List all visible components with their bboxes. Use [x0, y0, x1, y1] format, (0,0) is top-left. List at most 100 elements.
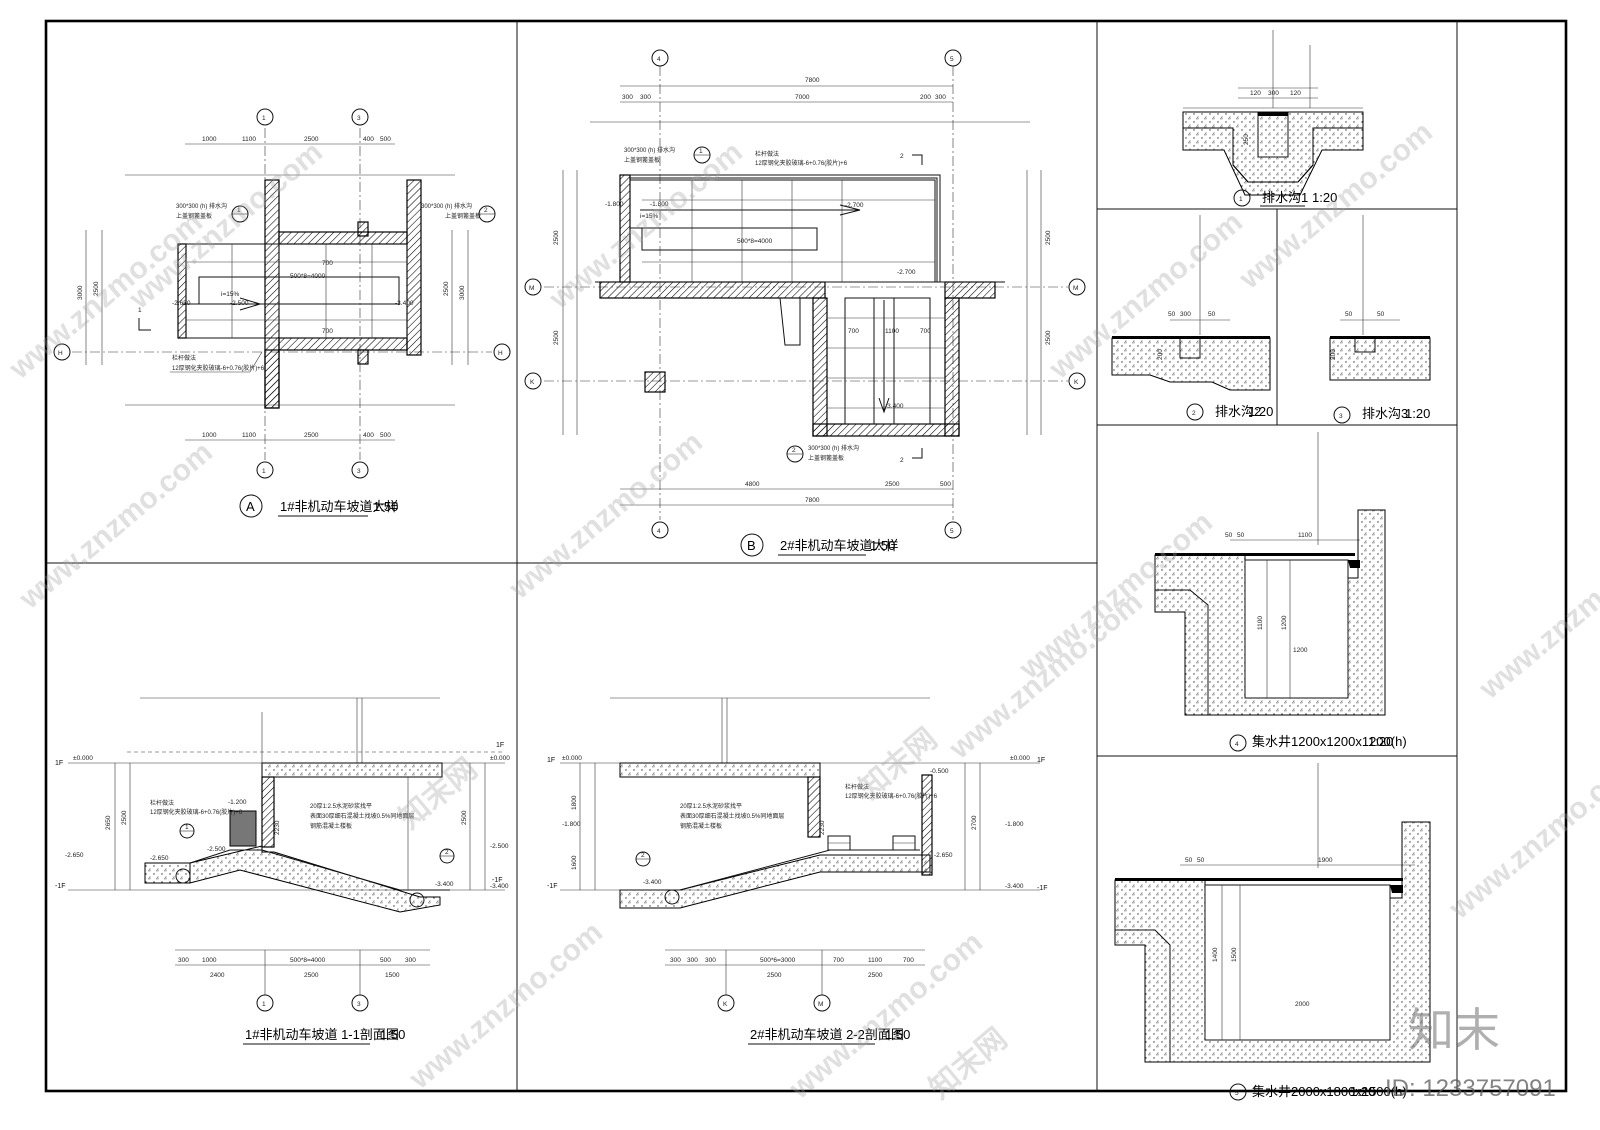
svg-text:5: 5	[950, 56, 954, 63]
svg-text:栏杆做法: 栏杆做法	[845, 783, 869, 791]
detail-3-drain: 50 50 200 3 排水沟3 1:20	[1329, 215, 1431, 424]
svg-text:K: K	[1074, 379, 1079, 386]
svg-text:www.znzmo.com: www.znzmo.com	[1473, 525, 1600, 706]
svg-text:www.znzmo.com: www.znzmo.com	[1443, 745, 1600, 926]
sheet-border	[44, 19, 1568, 1093]
svg-text:3: 3	[1339, 413, 1343, 420]
detail-1-drain: 120 300 120 250 1 排水沟1 1:20	[1182, 30, 1364, 207]
svg-text:1000: 1000	[202, 432, 217, 439]
svg-text:3000: 3000	[77, 285, 84, 300]
svg-text:1800: 1800	[571, 795, 578, 810]
svg-text:ID: 1233757091: ID: 1233757091	[1385, 1075, 1556, 1102]
svg-text:上盖钢篦盖板: 上盖钢篦盖板	[624, 156, 660, 164]
svg-text:2: 2	[484, 207, 488, 214]
svg-text:2: 2	[792, 447, 796, 454]
svg-text:i=15%: i=15%	[221, 291, 239, 298]
svg-text:2500: 2500	[1045, 230, 1052, 245]
svg-text:4: 4	[657, 528, 661, 535]
svg-text:-2.500: -2.500	[490, 843, 509, 850]
svg-text:1100: 1100	[1257, 616, 1264, 630]
svg-text:2500: 2500	[304, 432, 319, 439]
svg-text:2500: 2500	[304, 972, 319, 979]
svg-text:2500: 2500	[885, 481, 900, 488]
svg-text:500: 500	[380, 432, 391, 439]
svg-text:2500: 2500	[443, 281, 450, 296]
svg-text:-3.400: -3.400	[395, 300, 414, 307]
svg-text:500: 500	[940, 481, 951, 488]
svg-text:2: 2	[900, 457, 904, 464]
svg-text:-2.650: -2.650	[172, 300, 191, 307]
svg-text:500: 500	[380, 136, 391, 143]
svg-text:1:20: 1:20	[1405, 406, 1430, 421]
svg-text:排水沟1: 排水沟1	[1262, 190, 1308, 205]
svg-text:1100: 1100	[868, 957, 882, 964]
svg-text:1:20: 1:20	[1350, 1084, 1375, 1099]
svg-text:1900: 1900	[1318, 857, 1333, 864]
svg-text:M: M	[529, 285, 534, 292]
svg-text:200: 200	[1330, 349, 1337, 360]
svg-text:上盖钢篦盖板: 上盖钢篦盖板	[808, 454, 844, 462]
svg-text:50: 50	[1197, 857, 1205, 864]
svg-text:2400: 2400	[210, 972, 225, 979]
svg-text:12厚钢化夹胶玻璃-6+0.76(胶片)+6: 12厚钢化夹胶玻璃-6+0.76(胶片)+6	[150, 808, 243, 816]
svg-text:12厚钢化夹胶玻璃-6+0.76(胶片)+6: 12厚钢化夹胶玻璃-6+0.76(胶片)+6	[755, 159, 848, 167]
panel-s2-section: 1F ±0.000 -1F 1F ±0.000 -1F -1.800 -1.80…	[547, 697, 1048, 1045]
svg-text:M: M	[1073, 285, 1078, 292]
svg-text:-2.650: -2.650	[934, 852, 953, 859]
panel-b-plan: 7800 7000 300 300 300 200 4800 2500 500 …	[524, 49, 1086, 557]
svg-text:300*300 (h) 排水沟: 300*300 (h) 排水沟	[421, 202, 472, 210]
svg-text:-2.500: -2.500	[207, 846, 226, 853]
svg-text:500*8=4000: 500*8=4000	[737, 238, 773, 245]
svg-text:50: 50	[1208, 311, 1216, 318]
svg-text:1: 1	[262, 1001, 266, 1008]
svg-text:表面30厚细石混凝土找坡0.5%同地面层: 表面30厚细石混凝土找坡0.5%同地面层	[680, 812, 784, 820]
svg-text:400: 400	[363, 432, 374, 439]
svg-text:www.znzmo.com: www.znzmo.com	[13, 435, 219, 616]
svg-text:700: 700	[903, 957, 914, 964]
svg-text:-2.500: -2.500	[230, 300, 249, 307]
svg-text:2: 2	[1192, 410, 1196, 417]
svg-text:4: 4	[1235, 741, 1239, 748]
detail-2-drain: 50 50 300 200 2 排水沟2 1:20	[1111, 215, 1273, 421]
svg-text:3: 3	[357, 1001, 361, 1008]
svg-text:栏杆做法: 栏杆做法	[172, 354, 196, 362]
svg-text:7800: 7800	[805, 497, 820, 504]
svg-text:栏杆做法: 栏杆做法	[755, 150, 779, 158]
svg-text:±0.000: ±0.000	[73, 755, 93, 762]
svg-text:300: 300	[705, 957, 716, 964]
svg-text:7800: 7800	[805, 77, 820, 84]
svg-text:300: 300	[670, 957, 681, 964]
svg-text:700: 700	[920, 328, 931, 335]
svg-text:-1.200: -1.200	[228, 799, 247, 806]
svg-text:知末: 知末	[1408, 1003, 1500, 1057]
svg-text:-0.500: -0.500	[930, 768, 949, 775]
svg-text:H: H	[498, 350, 503, 357]
svg-text:12厚钢化夹胶玻璃-6+0.76(胶片)+6: 12厚钢化夹胶玻璃-6+0.76(胶片)+6	[845, 792, 938, 800]
svg-text:300: 300	[687, 957, 698, 964]
svg-text:500*8=4000: 500*8=4000	[290, 957, 326, 964]
svg-text:集水井2000x1800x1500(h): 集水井2000x1800x1500(h)	[1252, 1084, 1407, 1099]
svg-text:-2.700: -2.700	[897, 269, 916, 276]
svg-text:300*300 (h) 排水沟: 300*300 (h) 排水沟	[624, 146, 675, 154]
svg-text:集水井1200x1200x1200(h): 集水井1200x1200x1200(h)	[1252, 734, 1407, 749]
svg-text:B: B	[747, 538, 756, 553]
svg-text:±0.000: ±0.000	[562, 755, 582, 762]
svg-text:1000: 1000	[202, 957, 217, 964]
svg-text:20厚1:2.5水泥砂浆找平: 20厚1:2.5水泥砂浆找平	[310, 802, 372, 810]
svg-text:300: 300	[1268, 90, 1279, 97]
svg-text:1: 1	[1239, 196, 1243, 203]
svg-text:1: 1	[699, 148, 703, 155]
svg-text:300: 300	[935, 94, 946, 101]
svg-text:2230: 2230	[819, 820, 826, 835]
svg-text:2650: 2650	[105, 815, 112, 830]
svg-text:3: 3	[357, 468, 361, 475]
svg-text:-1F: -1F	[1037, 885, 1048, 892]
svg-text:2500: 2500	[767, 972, 782, 979]
svg-text:1: 1	[185, 824, 189, 831]
svg-text:1:50: 1:50	[373, 499, 398, 514]
svg-text:1100: 1100	[242, 432, 256, 439]
svg-text:120: 120	[1250, 90, 1261, 97]
svg-text:2230: 2230	[274, 820, 281, 835]
svg-text:1500: 1500	[385, 972, 400, 979]
svg-text:www.znzmo.com: www.znzmo.com	[503, 425, 709, 606]
